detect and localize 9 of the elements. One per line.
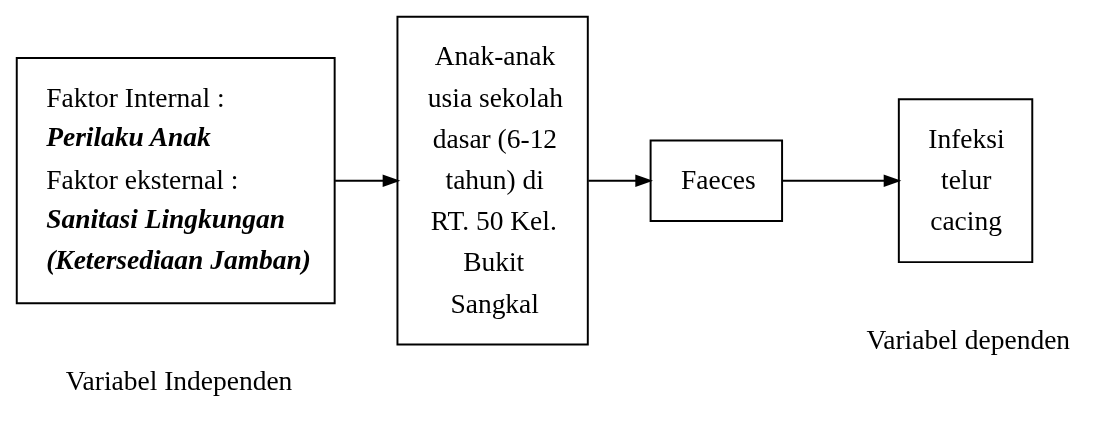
label: Variabel Independen <box>65 365 293 396</box>
node-box: Anak-anak usia sekolah dasar (6-12 tahun) di RT. 50 Kel. Bukit Sangkal <box>396 15 589 346</box>
arrow <box>587 174 653 187</box>
arrow <box>334 174 401 187</box>
node-box: Faeces <box>649 139 784 222</box>
arrow <box>781 174 902 187</box>
node-box: Faktor Internal : Perilaku Anak Faktor eksternal : Sanitasi Lingkungan (Ketersediaan Jamban) <box>15 56 336 304</box>
node-box: Infeksi telur cacing <box>897 97 1034 263</box>
label: Variabel dependen <box>866 324 1071 355</box>
